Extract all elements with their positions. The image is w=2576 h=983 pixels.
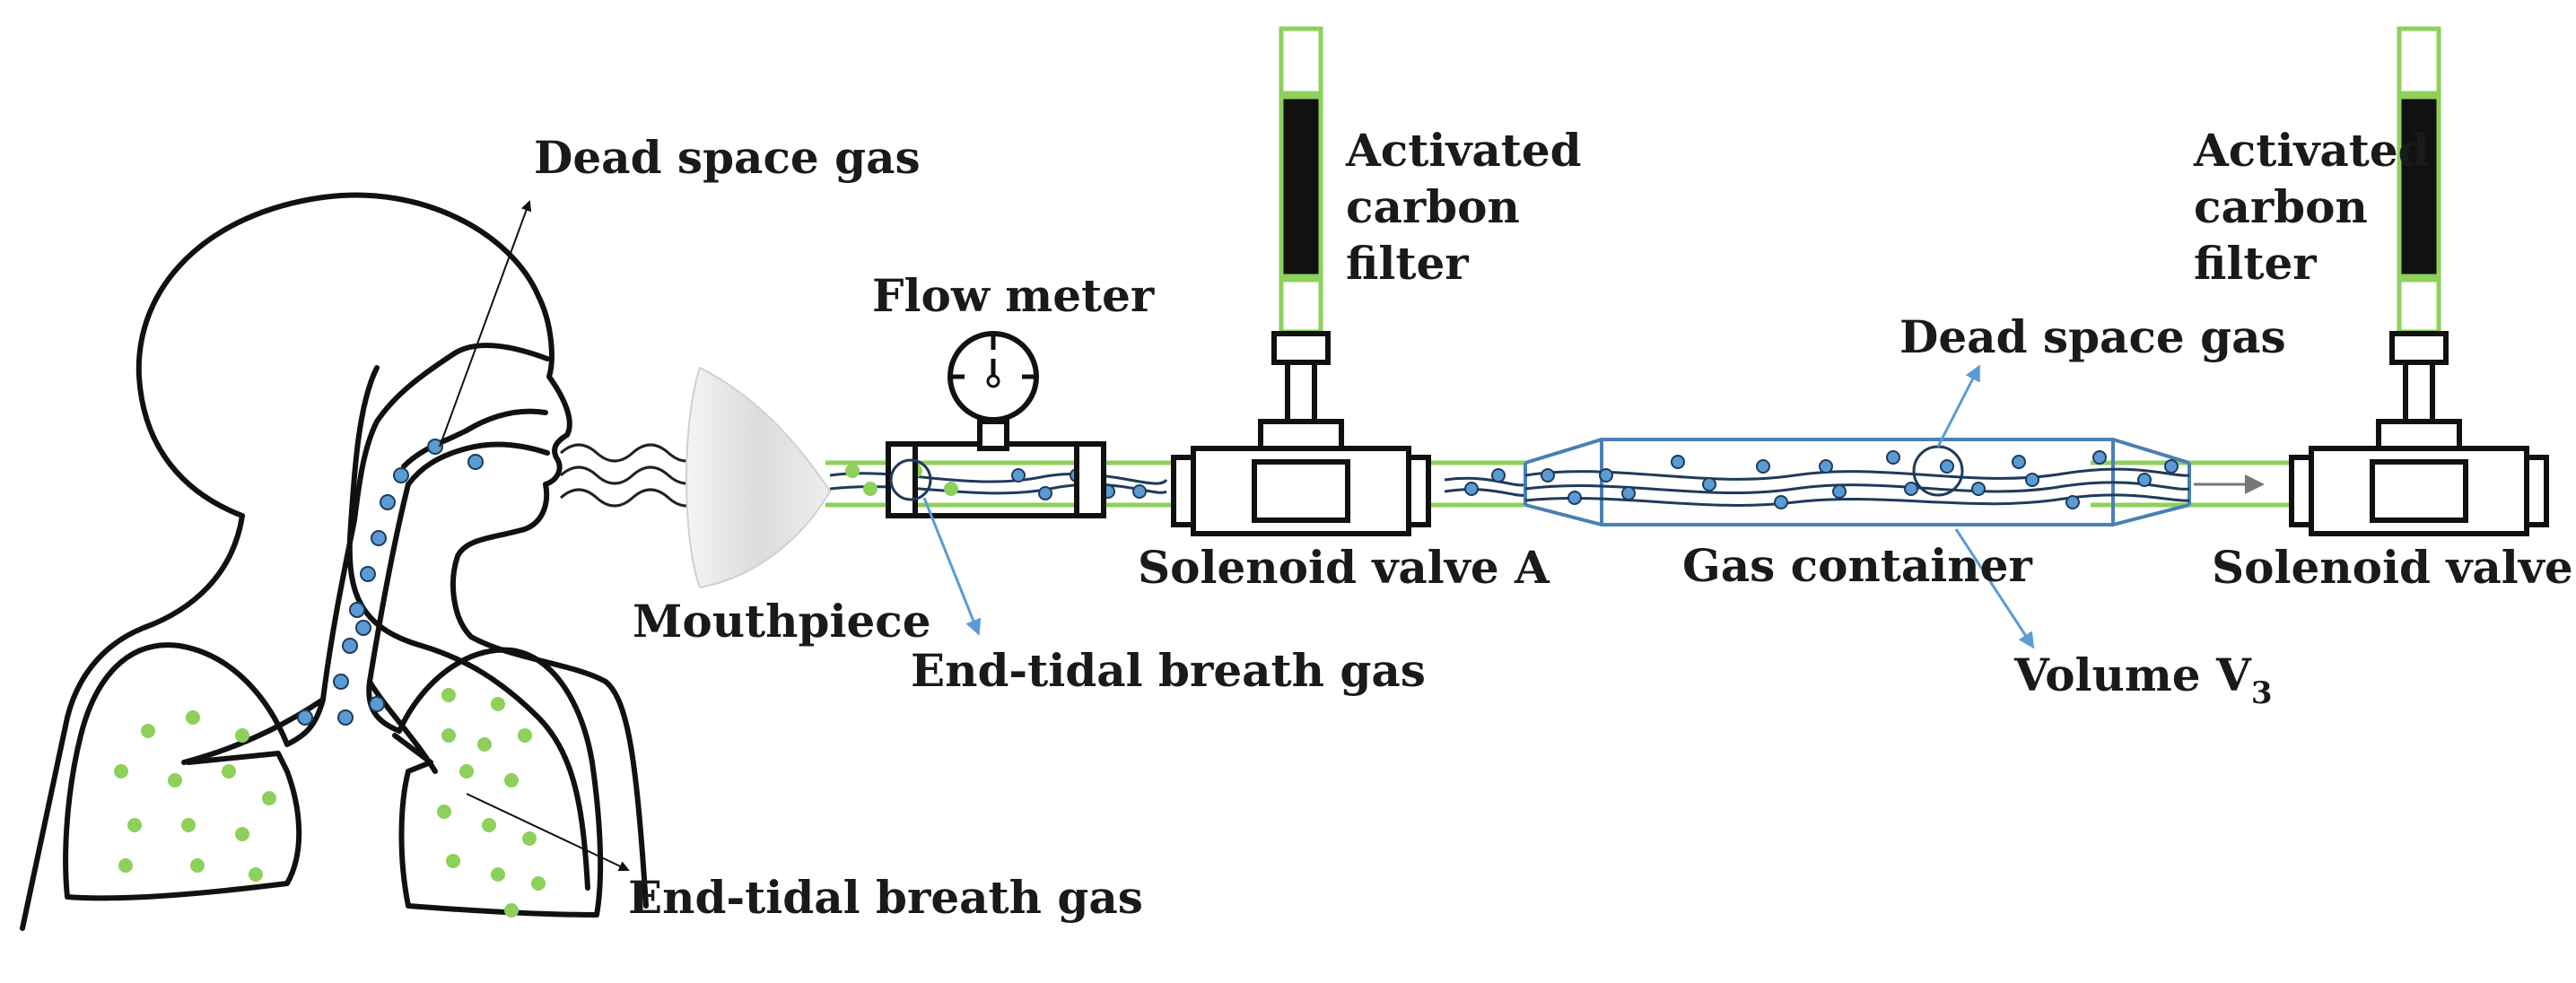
exhale-waves bbox=[559, 443, 706, 508]
label-filter-a-line2: carbon bbox=[1346, 180, 1520, 233]
label-dead-space-container: Dead space gas bbox=[1899, 310, 2286, 363]
label-flow-meter: Flow meter bbox=[872, 269, 1155, 322]
label-end-tidal-lungs: End-tidal breath gas bbox=[628, 871, 1143, 924]
bronchus-left bbox=[181, 697, 326, 765]
filter-a bbox=[1279, 26, 1323, 335]
label-solenoid-a: Solenoid valve A bbox=[1138, 541, 1550, 594]
head-outline bbox=[20, 192, 541, 931]
label-filter-b-line2: carbon bbox=[2194, 180, 2368, 233]
left-lung bbox=[63, 642, 302, 901]
filter-b bbox=[2397, 26, 2441, 335]
label-filter-b-line1: Activated bbox=[2193, 124, 2430, 177]
label-mouthpiece: Mouthpiece bbox=[633, 595, 931, 648]
end-tidal-pipe-pointer bbox=[922, 497, 982, 636]
flow-meter bbox=[886, 331, 1106, 518]
gas-container bbox=[1524, 438, 2191, 526]
label-volume-subscript: 3 bbox=[2251, 675, 2273, 711]
trachea-left bbox=[284, 518, 357, 747]
dead-space-container-pointer bbox=[1936, 364, 1980, 448]
bronchus-right bbox=[367, 679, 438, 774]
volume-pointer bbox=[1954, 528, 2035, 649]
label-dead-space-top: Dead space gas bbox=[534, 131, 921, 184]
label-filter-a-line3: filter bbox=[1346, 237, 1469, 290]
nasal-cavity bbox=[352, 343, 550, 523]
solenoid-valve-b bbox=[2289, 331, 2549, 536]
label-end-tidal-pipe: End-tidal breath gas bbox=[911, 644, 1426, 697]
end-tidal-lung-pointer bbox=[466, 793, 630, 872]
human-figure bbox=[20, 192, 649, 931]
inner-contour bbox=[346, 365, 590, 891]
dead-space-pointer bbox=[439, 200, 532, 448]
lung-particles bbox=[114, 688, 546, 918]
label-gas-container: Gas container bbox=[1682, 539, 2032, 592]
solenoid-valve-a bbox=[1171, 331, 1431, 536]
label-filter-b-line3: filter bbox=[2194, 237, 2317, 290]
face-profile bbox=[450, 293, 649, 909]
label-filter-a-line1: Activated bbox=[1345, 124, 1582, 177]
oral-cavity bbox=[406, 441, 550, 487]
mouthpiece bbox=[685, 366, 832, 589]
right-lung bbox=[392, 647, 604, 918]
pipe-particles bbox=[845, 464, 1506, 500]
label-solenoid-b: Solenoid valve B bbox=[2212, 541, 2576, 594]
airway-particles bbox=[297, 439, 484, 726]
end-tidal-highlight bbox=[889, 458, 932, 501]
trachea-right bbox=[366, 482, 411, 734]
upper-palate bbox=[401, 408, 548, 469]
label-volume: Volume V3 bbox=[2013, 648, 2273, 711]
